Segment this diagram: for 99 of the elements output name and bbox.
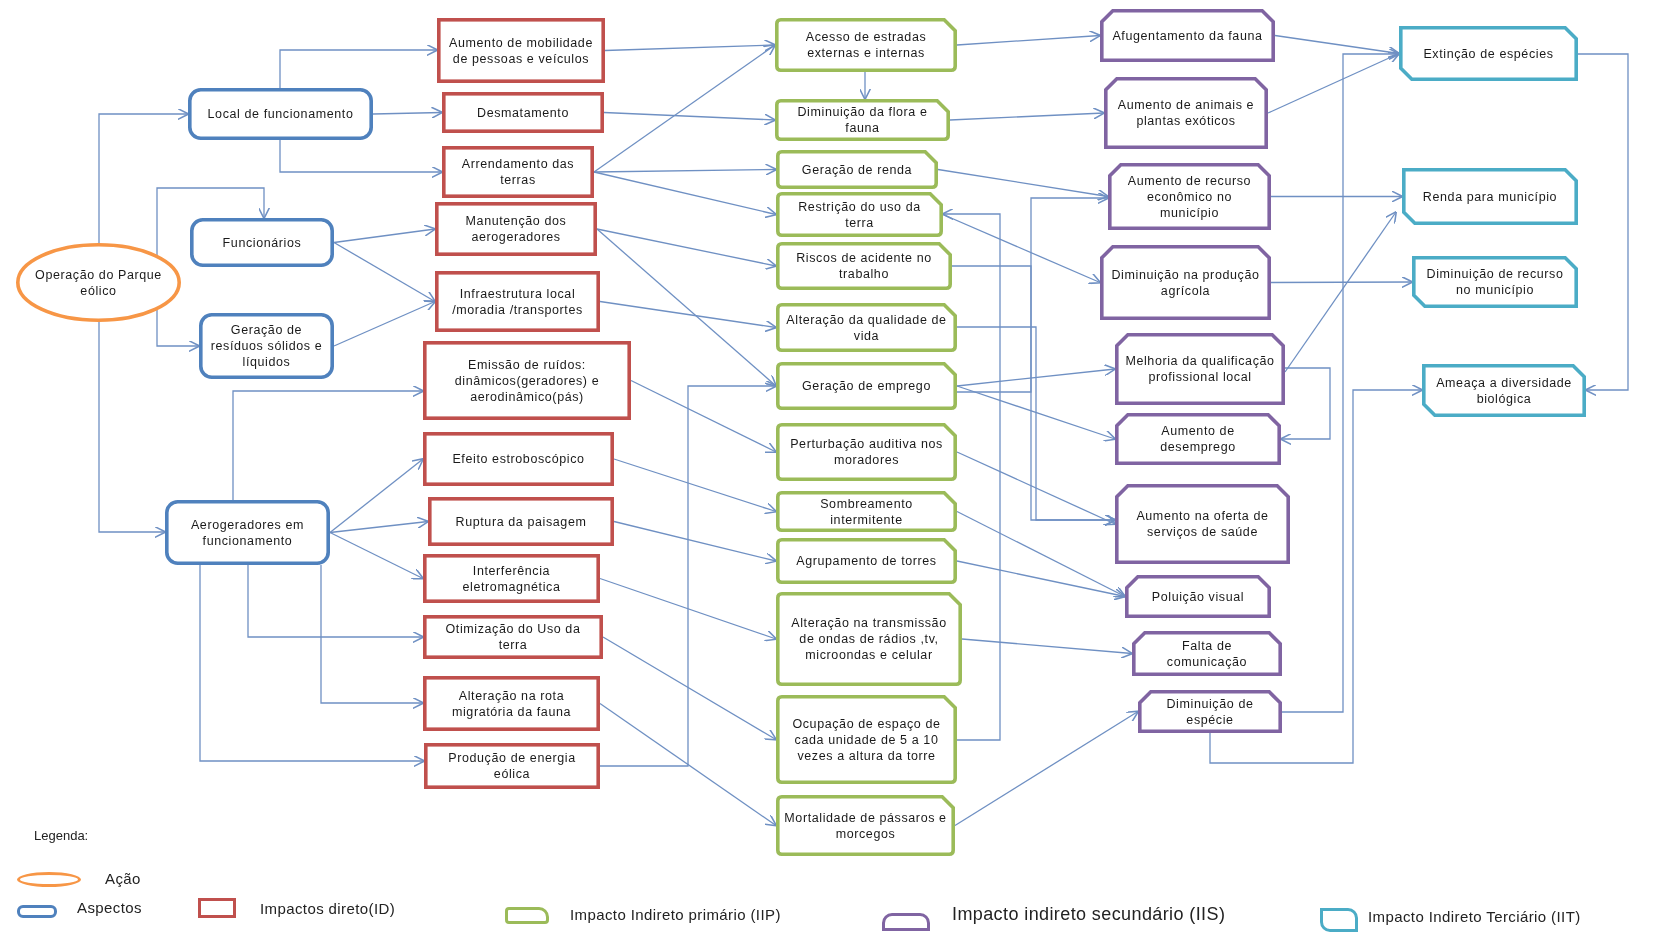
legend-label: Impacto Indireto Terciário (IIT) [1368,908,1581,925]
legend-label: Ação [105,870,141,887]
node-label: Falta de comunicação [1165,637,1249,670]
node-label: Funcionários [221,234,303,251]
secondary-impact-box [1138,690,1282,733]
node-label: Manutenção dos aerogeradores [464,213,568,245]
node-label: Acesso de estradas externas e internas [804,29,928,61]
node-label: Aumento na oferta de serviços de saúde [1135,508,1270,540]
node-label: Geração de renda [800,161,914,178]
node-label: Alteração da qualidade de vida [785,311,948,344]
node-label: Aumento de desemprego [1159,423,1237,455]
node-label: Alteração na transmissão de ondas de rádios ,tv, microondas e celular [790,615,948,663]
node-label: Restrição do uso da terra [797,198,922,231]
node-label: Produção de energia eólica [447,750,577,782]
secondary-impact-box [1100,245,1271,320]
direct-impact-box [423,432,614,486]
node-label: Mortalidade de pássaros e morcegos [783,809,948,842]
direct-impact-box [437,18,605,83]
node-label: Desmatamento [476,104,570,121]
node-label: Extinção de espécies [1422,45,1555,62]
primary-impact-box [775,99,950,141]
direct-impact-box [423,341,631,420]
node-label: Diminuição na produção agrícola [1110,266,1261,299]
aspect-box [190,218,334,267]
secondary-impact-box [1115,333,1285,405]
node-label: Infraestrutura local /moradia /transportes [451,285,584,318]
node-label: Diminuição de recurso no município [1425,266,1565,298]
secondary-impact-box [1115,484,1290,564]
direct-impact-box [428,497,614,546]
direct-impact-box [423,615,603,659]
node-label: Diminuição da flora e fauna [796,104,929,136]
node-label: Operação do Parque eólico [34,266,163,299]
primary-impact-box [776,695,957,784]
node-label: Agrupamento de torres [795,553,938,569]
secondary-impact-box [1104,77,1268,149]
primary-impact-box [776,362,957,410]
node-label: Geração de resíduos sólidos e líquidos [209,322,324,370]
node-label: Otimização do Uso da terra [444,621,582,653]
primary-impact-box [775,18,957,72]
node-label: Alteração na rota migratória da fauna [450,687,573,720]
node-label: Melhoria da qualificação profissional local [1124,353,1276,385]
primary-impact-box [776,538,957,584]
primary-impact-box [776,303,957,352]
secondary-impact-box [1108,163,1271,230]
legend-label: Impacto indireto secundário (IIS) [952,904,1226,925]
secondary-impact-box [1115,413,1281,465]
node-label: Sombreamento intermitente [819,495,914,528]
secondary-impact-box [1100,9,1275,62]
direct-impact-box [423,554,600,603]
node-label: Afugentamento da fauna [1111,27,1264,44]
primary-impact-box [776,491,957,532]
tertiary-impact-box [1402,168,1578,225]
node-label: Ruptura da paisagem [454,513,588,530]
direct-impact-box [442,146,594,198]
node-label: Ocupação de espaço de cada unidade de 5 a 10 vezes a altura da torre [791,715,942,764]
secondary-impact-box [1125,575,1271,618]
node-label: Diminuição de espécie [1165,695,1255,728]
direct-impact-box [442,92,604,133]
legend-label: Impactos direto(ID) [260,900,396,917]
aspect-box [199,313,334,379]
direct-impact-box [423,676,600,731]
arrow [1577,53,1629,397]
tertiary-impact-box [1422,364,1586,417]
node-label: Perturbação auditiva nos moradores [789,436,944,468]
primary-impact-box [776,150,938,189]
direct-impact-box [435,271,600,332]
arrow [858,71,872,101]
node-label: Interferência eletromagnética [461,562,562,595]
arrow [156,187,271,256]
primary-impact-box [776,795,955,856]
direct-impact-box [435,202,597,256]
node-label: Emissão de ruídos: dinâmicos(geradores) e aerodinâmico(pás) [453,356,601,405]
legend-label: Impacto Indireto primário (IIP) [570,906,781,923]
direct-impact-box [424,743,600,789]
node-label: Ameaça a diversidade biológica [1435,374,1573,407]
node-label: Aerogeradores em funcionamento [189,516,306,549]
legend-title: Legenda: [34,828,89,843]
aspect-box [165,500,330,565]
node-label: Renda para município [1421,188,1559,205]
arrow [1284,210,1398,373]
aspect-box [188,88,373,140]
node-label: Efeito estroboscópico [451,451,586,467]
tertiary-impact-box [1412,256,1578,308]
primary-impact-box [776,592,962,686]
node-label: Geração de emprego [801,378,932,394]
secondary-impact-box [1132,631,1282,676]
action-ellipse [16,243,181,322]
legend-label: Aspectos [77,899,142,916]
node-label: Riscos de acidente no trabalho [795,250,933,282]
node-label: Aumento de animais e plantas exóticos [1116,97,1256,129]
node-label: Aumento de recurso econômico no município [1126,172,1253,221]
node-label: Local de funcionamento [206,106,355,122]
primary-impact-box [776,192,943,237]
tertiary-impact-box [1399,26,1578,81]
node-label: Arrendamento das terras [460,156,576,188]
node-label: Aumento de mobilidade de pessoas e veículos [448,34,594,67]
primary-impact-box [776,242,952,290]
node-label: Poluição visual [1150,588,1246,605]
primary-impact-box [776,423,957,481]
